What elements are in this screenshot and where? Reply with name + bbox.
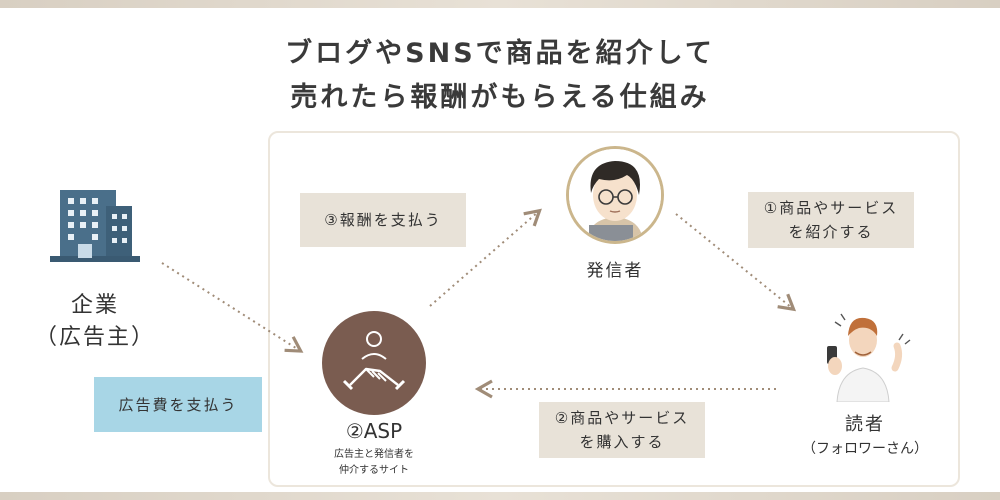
- arrow-advertiser-to-asp: [161, 262, 304, 353]
- asp-desc-line-2: 仲介するサイト: [339, 465, 409, 476]
- title-line-2: 売れたら報酬がもらえる仕組み: [290, 82, 710, 113]
- publisher-label: 発信者: [586, 261, 644, 281]
- advertiser-label: 企業 （広告主）: [20, 290, 170, 354]
- introduce-box: ①商品やサービス を紹介する: [748, 192, 914, 248]
- asp-circle: [322, 311, 426, 415]
- pay-ad-fee-box: 広告費を支払う: [94, 377, 262, 432]
- purchase-label-2: を購入する: [579, 433, 665, 451]
- asp-desc-line-1: 広告主と発信者を: [334, 449, 414, 460]
- reader-sub-label: （フォロワーさん）: [802, 441, 928, 457]
- introduce-label-2: を紹介する: [788, 223, 874, 241]
- diagram-title: ブログやSNSで商品を紹介して 売れたら報酬がもらえる仕組み: [0, 32, 1000, 120]
- reader-label: 読者: [845, 414, 885, 435]
- bottom-decor-band: [0, 492, 1000, 500]
- reader-person-icon: [827, 313, 911, 402]
- pay-reward-label: ③報酬を支払う: [324, 211, 442, 229]
- title-line-1: ブログやSNSで商品を紹介して: [285, 38, 715, 69]
- top-decor-band: [0, 0, 1000, 8]
- introduce-label-1: ①商品やサービス: [763, 199, 899, 217]
- purchase-box: ②商品やサービス を購入する: [539, 402, 705, 458]
- asp-description: 広告主と発信者を 仲介するサイト: [304, 447, 444, 479]
- purchase-label-1: ②商品やサービス: [554, 409, 690, 427]
- pay-reward-box: ③報酬を支払う: [300, 193, 466, 247]
- asp-label: ②ASP: [345, 419, 403, 443]
- pay-ad-fee-label: 広告費を支払う: [118, 395, 238, 414]
- handshake-icon: [342, 331, 406, 391]
- advertiser-name: 企業: [70, 293, 119, 318]
- office-building-icon: [50, 190, 140, 262]
- advertiser-role: （広告主）: [34, 325, 155, 350]
- publisher-avatar-icon: [566, 146, 664, 244]
- flow-frame: [268, 131, 960, 487]
- arrow-publisher-to-reader: [675, 213, 797, 312]
